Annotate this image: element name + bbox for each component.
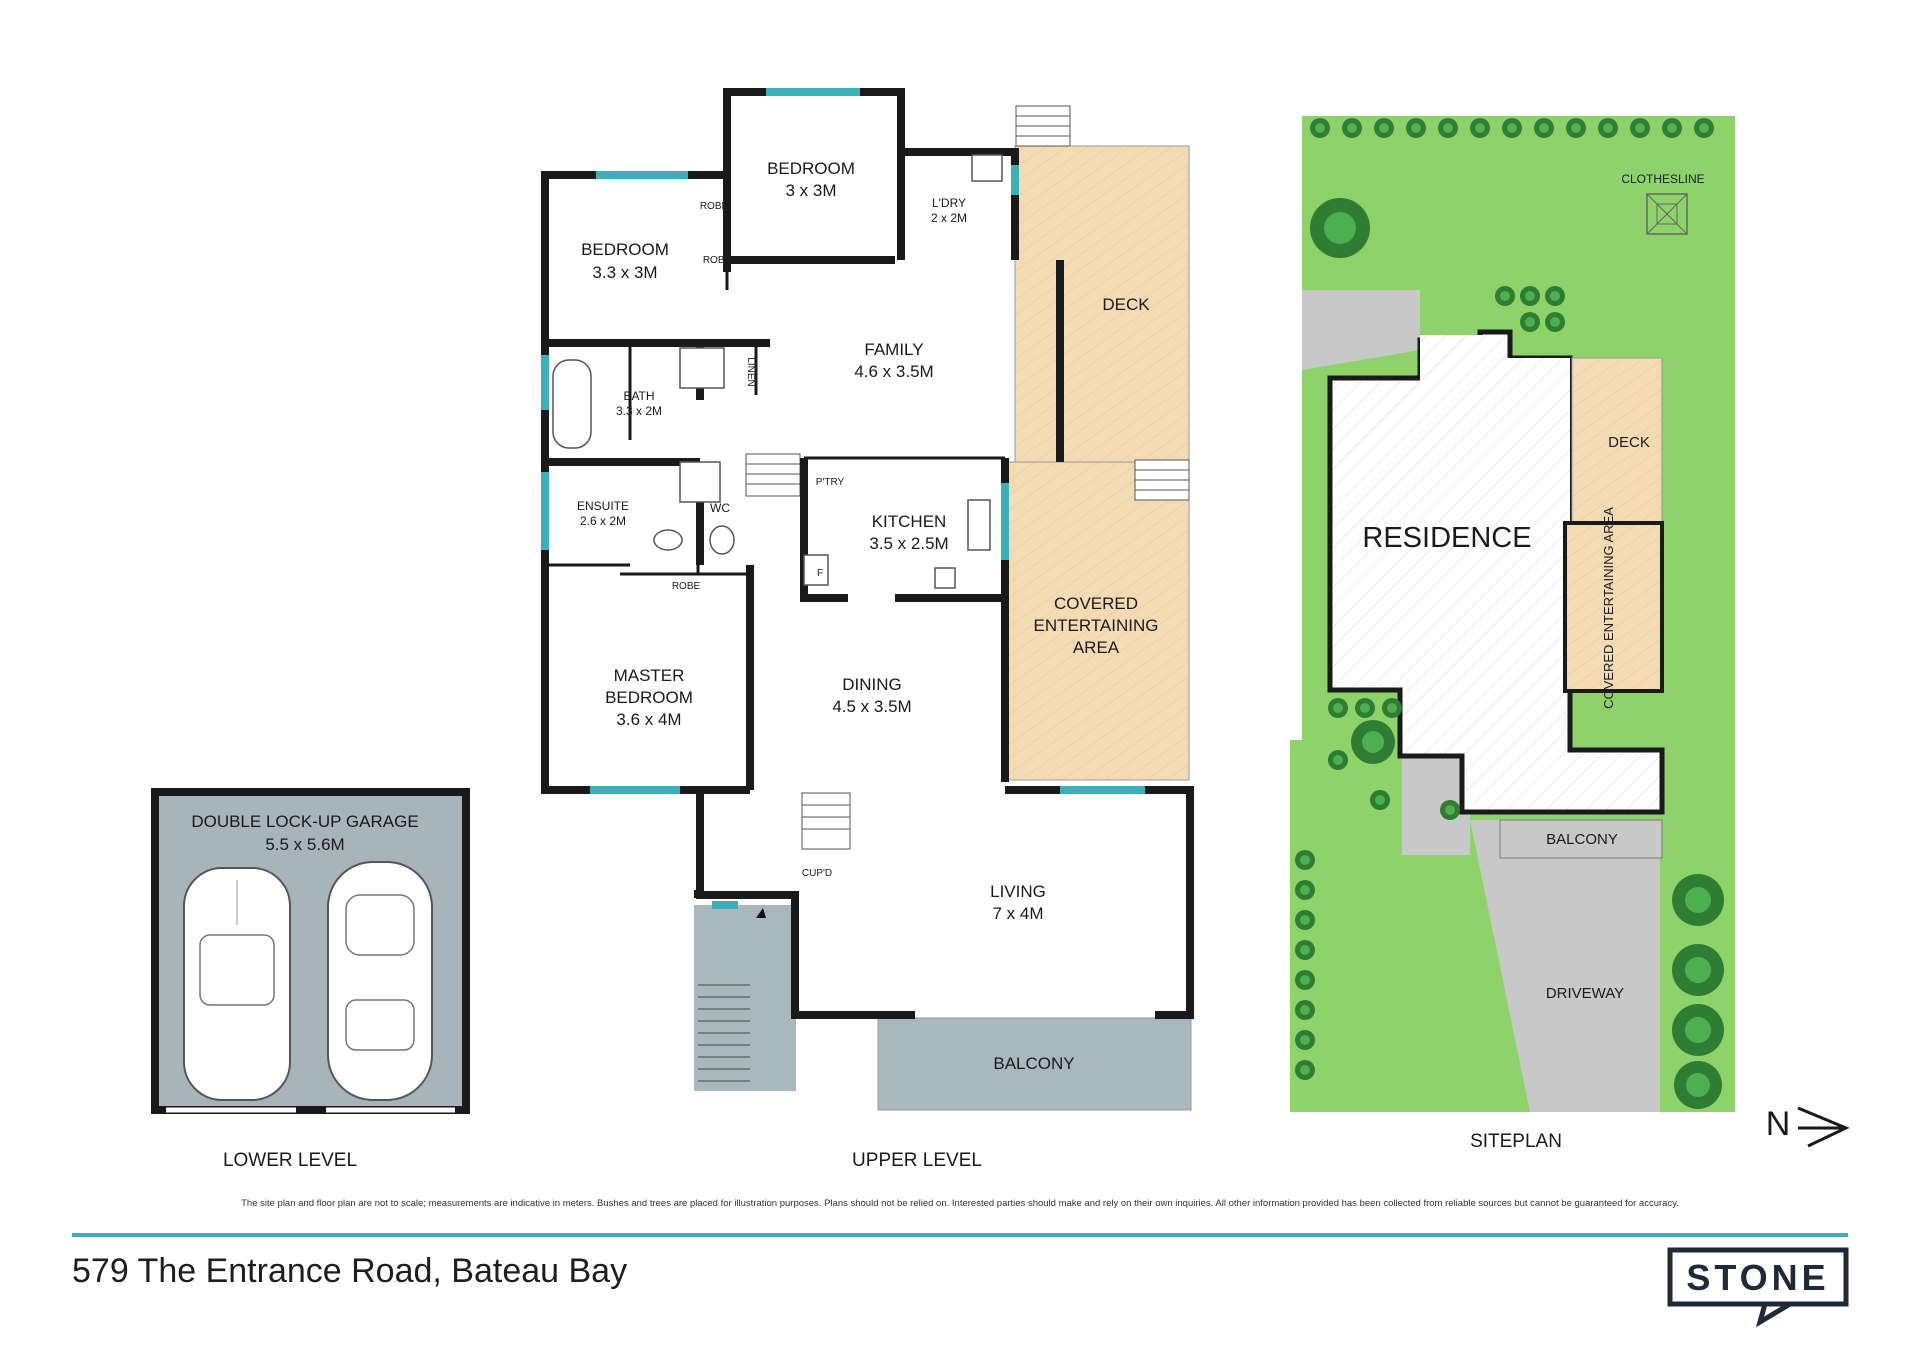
covered-line3: AREA [1073, 638, 1120, 657]
site-deck-label: DECK [1608, 434, 1650, 451]
bath-name: BATH [623, 389, 654, 403]
car-icon [327, 861, 433, 1101]
pantry-label: P'TRY [816, 477, 845, 488]
wc-name: WC [710, 501, 730, 515]
brand-name: STONE [1686, 1257, 1829, 1298]
garage-plan: DOUBLE LOCK-UP GARAGE 5.5 x 5.6M [151, 788, 470, 1114]
living-name: LIVING [990, 882, 1046, 901]
lower-level-caption: LOWER LEVEL [223, 1150, 357, 1171]
deck-area [1015, 146, 1189, 462]
upper-level-plan: BEDROOM 3 x 3M BEDROOM 3.3 x 3M L'DRY 2 … [541, 88, 1194, 1111]
robe-label: ROBE [700, 201, 729, 212]
site-plan: RESIDENCE DECK COVERED ENTERTAINING AREA… [1290, 116, 1850, 1148]
entry-path [1402, 755, 1470, 855]
site-covered-area [1563, 521, 1664, 693]
covered-area [1005, 462, 1189, 780]
living-size: 7 x 4M [992, 904, 1043, 923]
family-name: FAMILY [864, 340, 923, 359]
master-line2: BEDROOM [605, 688, 693, 707]
site-residence-label: RESIDENCE [1362, 522, 1531, 554]
siteplan-caption: SITEPLAN [1470, 1131, 1562, 1152]
family-size: 4.6 x 3.5M [854, 362, 933, 381]
stone-logo: STONE [1667, 1247, 1849, 1328]
car-icon [183, 867, 291, 1101]
cupd-label: CUP'D [802, 868, 832, 879]
garage-size: 5.5 x 5.6M [265, 835, 344, 854]
windows [541, 88, 1145, 909]
kitchen-name: KITCHEN [872, 512, 947, 531]
dining-name: DINING [842, 675, 902, 694]
entry-stairs [698, 984, 750, 1082]
paving [1302, 290, 1420, 370]
driveway-area [1470, 820, 1660, 1112]
bedroom3-name: BEDROOM [581, 240, 669, 259]
laundry-name: L'DRY [932, 196, 966, 210]
clothesline-icon [1646, 193, 1688, 235]
north-arrow-icon: N [1766, 1105, 1850, 1148]
ensuite-name: ENSUITE [577, 499, 629, 513]
divider [72, 1233, 1848, 1237]
site-balcony-area [1499, 819, 1663, 859]
deck-name: DECK [1102, 295, 1150, 314]
entry-stair-area [694, 905, 796, 1091]
bath-size: 3.3 x 2M [616, 404, 662, 418]
property-address: 579 The Entrance Road, Bateau Bay [72, 1252, 628, 1290]
bedroom2-name: BEDROOM [767, 159, 855, 178]
garage-name: DOUBLE LOCK-UP GARAGE [191, 812, 418, 831]
master-size: 3.6 x 4M [616, 710, 681, 729]
stairs [745, 105, 1190, 850]
robe-label: ROBE [703, 255, 732, 266]
site-deck-area [1571, 357, 1663, 524]
disclaimer-text: The site plan and floor plan are not to … [241, 1198, 1679, 1209]
robe-label: ROBE [672, 581, 701, 592]
fixtures [552, 154, 1003, 589]
covered-line2: ENTERTAINING [1034, 616, 1159, 635]
upper-level-caption: UPPER LEVEL [852, 1150, 982, 1171]
balcony-area [877, 1017, 1192, 1111]
linen-label: LINEN [745, 357, 756, 386]
tree-icon [1295, 118, 1724, 1109]
north-label: N [1766, 1105, 1791, 1143]
laundry-size: 2 x 2M [931, 211, 967, 225]
master-line1: MASTER [614, 666, 685, 685]
fridge-label: F [817, 568, 823, 579]
site-covered-label: COVERED ENTERTAINING AREA [1601, 507, 1616, 709]
site-clothesline-label: CLOTHESLINE [1621, 172, 1704, 186]
site-driveway-label: DRIVEWAY [1546, 985, 1624, 1002]
balcony-name: BALCONY [993, 1054, 1074, 1073]
site-balcony-label: BALCONY [1546, 831, 1618, 848]
inner-walls [545, 240, 1005, 600]
dining-size: 4.5 x 3.5M [832, 697, 911, 716]
bedroom2-size: 3 x 3M [785, 181, 836, 200]
bedroom3-size: 3.3 x 3M [592, 263, 657, 282]
kitchen-size: 3.5 x 2.5M [869, 534, 948, 553]
ensuite-size: 2.6 x 2M [580, 514, 626, 528]
covered-line1: COVERED [1054, 594, 1138, 613]
